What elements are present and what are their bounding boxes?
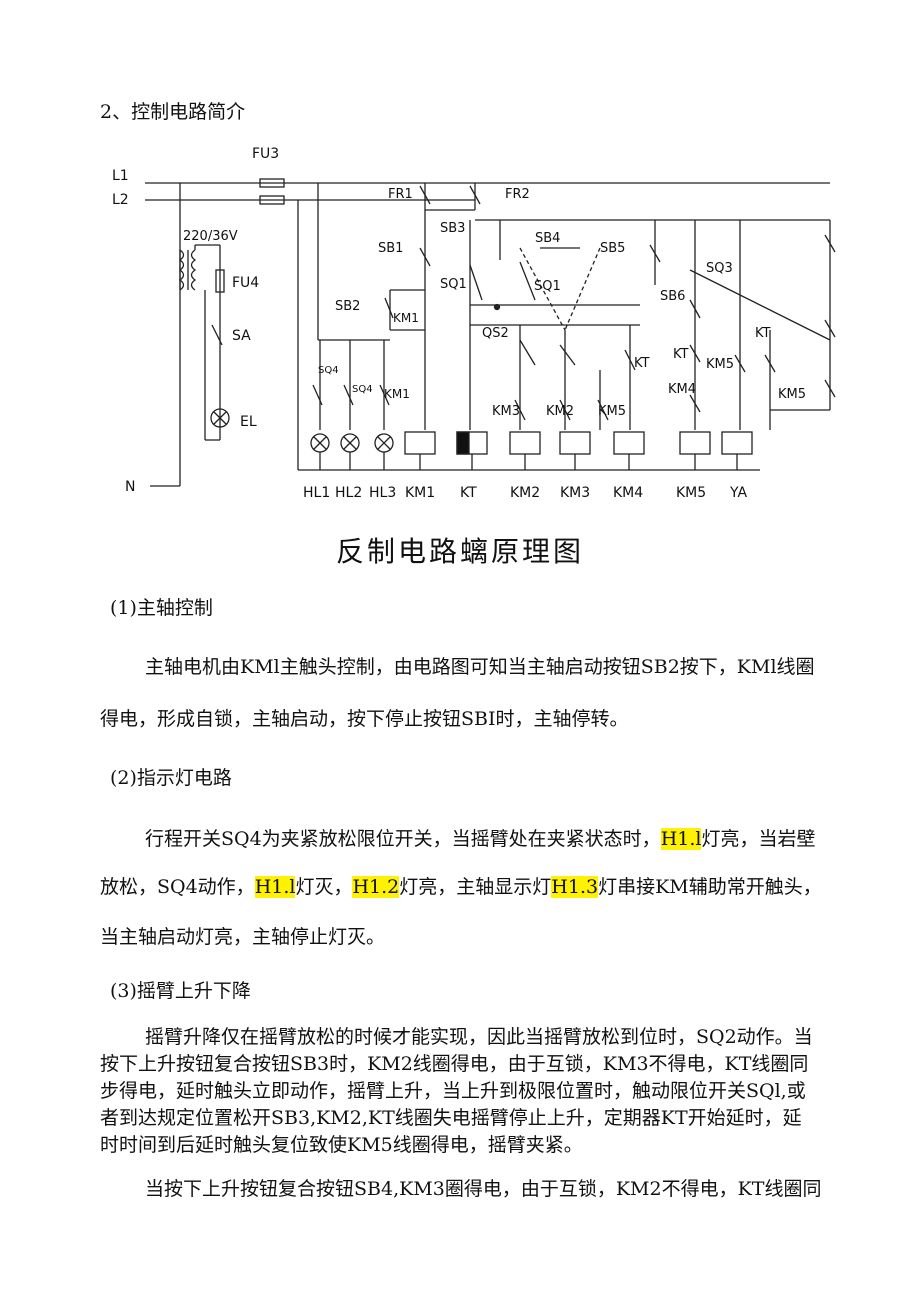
km3-coil xyxy=(559,431,591,455)
label-sb5: SB5 xyxy=(600,241,625,256)
control-circuit-diagram: L1 L2 N FU3 220/36V FU4 SA EL FR1 FR2 SB… xyxy=(112,146,836,501)
ya-coil xyxy=(721,431,753,455)
label-l2: L2 xyxy=(112,192,129,208)
label-qs2: QS2 xyxy=(482,326,509,341)
highlight-h11: H1.l xyxy=(254,876,296,898)
label-sq4a: SQ4 xyxy=(318,365,339,376)
label-fu4: FU4 xyxy=(232,275,259,291)
label-sb2: SB2 xyxy=(335,299,360,314)
bottom-label-km4: KM4 xyxy=(613,485,643,501)
label-sb6: SB6 xyxy=(660,289,685,304)
section-1-line-2: 得电，形成自锁，主轴启动，按下停止按钮SBI时，主轴停转。 xyxy=(100,708,629,730)
label-sa: SA xyxy=(232,328,251,344)
diagram-caption: 反制电路螭原理图 xyxy=(335,535,584,568)
bottom-label-hl2: HL2 xyxy=(335,485,362,501)
kt-coil-mark xyxy=(456,431,470,455)
label-sq1b: SQ1 xyxy=(534,279,561,294)
section-3-title: (3)摇臂上升下降 xyxy=(110,980,251,1002)
fu3-fuse-b xyxy=(259,195,285,205)
label-km3-contact: KM3 xyxy=(492,404,520,419)
section-4-line-1: 当按下上升按钮复合按钮SB4,KM3圈得电，由于互锁，KM2不得电，KT线圈同 xyxy=(145,1178,822,1200)
section-1-line-1: 主轴电机由KMl主触头控制，由电路图可知当主轴启动按钮SB2按下，KMl线圈 xyxy=(145,656,815,678)
bottom-label-km5: KM5 xyxy=(676,485,706,501)
bottom-labels: HL1 HL2 HL3 KM1 KT KM2 KM3 KM4 KM5 YA xyxy=(303,485,747,501)
km4-coil xyxy=(613,431,645,455)
highlight-h13: H1.3 xyxy=(551,876,599,898)
km1-coil xyxy=(404,431,436,455)
bottom-label-kt: KT xyxy=(460,485,477,501)
km5-coil xyxy=(679,431,711,455)
coils xyxy=(404,431,753,455)
section-3-line-4: 者到达规定位置松开SB3,KM2,KT线圈失电摇臂停止上升，定期器KT开始延时，… xyxy=(100,1107,802,1129)
label-el: EL xyxy=(240,414,257,430)
label-l1: L1 xyxy=(112,168,129,184)
label-sq4b: SQ4 xyxy=(352,384,373,395)
label-sb1: SB1 xyxy=(378,241,403,256)
transformer-primary xyxy=(178,249,185,291)
label-km5c: KM5 xyxy=(598,404,626,419)
label-km5a: KM5 xyxy=(706,357,734,372)
label-fr2: FR2 xyxy=(505,187,530,202)
section-3-line-5: 时时间到后延时触头复位致使KM5线圈得电，摇臂夹紧。 xyxy=(100,1134,583,1156)
label-sb3: SB3 xyxy=(440,221,465,236)
el-lamp xyxy=(210,408,230,428)
label-kt-c1: KT xyxy=(634,356,650,371)
section-3-line-2: 按下上升按钮复合按钮SB3时，KM2线圈得电，由于互锁，KM3不得电，KT线圈同 xyxy=(100,1053,809,1075)
section-3-line-1: 摇臂升降仅在摇臂放松的时候才能实现，因此当摇臂放松到位时，SQ2动作。当 xyxy=(145,1026,813,1048)
bottom-label-km1: KM1 xyxy=(405,485,435,501)
sa-switch xyxy=(211,324,223,346)
section-1-title: (1)主轴控制 xyxy=(110,597,213,619)
section-3-line-3: 步得电，延时触头立即动作，摇臂上升，当上升到极限位置时，触动限位开关SQl,或 xyxy=(100,1080,806,1102)
section-2-line-2: 放松，SQ4动作，H1.l灯灭，H1.2灯亮，主轴显示灯H1.3灯串接KM辅助常… xyxy=(100,876,822,898)
bottom-label-km3: KM3 xyxy=(560,485,590,501)
hl-lamps xyxy=(310,433,394,453)
label-fr1: FR1 xyxy=(388,187,413,202)
fu4-fuse xyxy=(215,269,225,293)
label-km1-aux: KM1 xyxy=(384,387,410,401)
bottom-label-hl3: HL3 xyxy=(369,485,396,501)
label-transformer: 220/36V xyxy=(183,229,238,244)
label-km1-contact: KM1 xyxy=(393,311,419,325)
label-kt-c2: KT xyxy=(673,347,689,362)
label-kt-c3: KT xyxy=(755,326,771,341)
bottom-label-hl1: HL1 xyxy=(303,485,330,501)
km2-coil xyxy=(509,431,541,455)
label-sb4: SB4 xyxy=(535,231,560,246)
section-2-line-1: 行程开关SQ4为夹紧放松限位开关，当摇臂处在夹紧状态时，H1.l灯亮，当岩壁 xyxy=(145,828,816,850)
section-heading: 2、控制电路简介 xyxy=(100,101,246,123)
bottom-label-km2: KM2 xyxy=(510,485,540,501)
label-n: N xyxy=(125,479,135,495)
label-km2-contact: KM2 xyxy=(546,404,574,419)
section-2-title: (2)指示灯电路 xyxy=(110,767,232,789)
highlight-h12: H1.2 xyxy=(352,876,400,898)
highlight-h11: H1.l xyxy=(660,828,702,850)
label-sq3: SQ3 xyxy=(706,261,733,276)
section-2-line-3: 当主轴启动灯亮，主轴停止灯灭。 xyxy=(100,926,386,948)
transformer-secondary xyxy=(190,249,197,291)
label-km5b: KM5 xyxy=(778,387,806,402)
bottom-label-ya: YA xyxy=(729,485,747,501)
label-sq1a: SQ1 xyxy=(440,277,467,292)
label-km4-contact: KM4 xyxy=(668,382,696,397)
fu3-fuse-a xyxy=(259,178,285,188)
label-fu3: FU3 xyxy=(252,146,279,162)
